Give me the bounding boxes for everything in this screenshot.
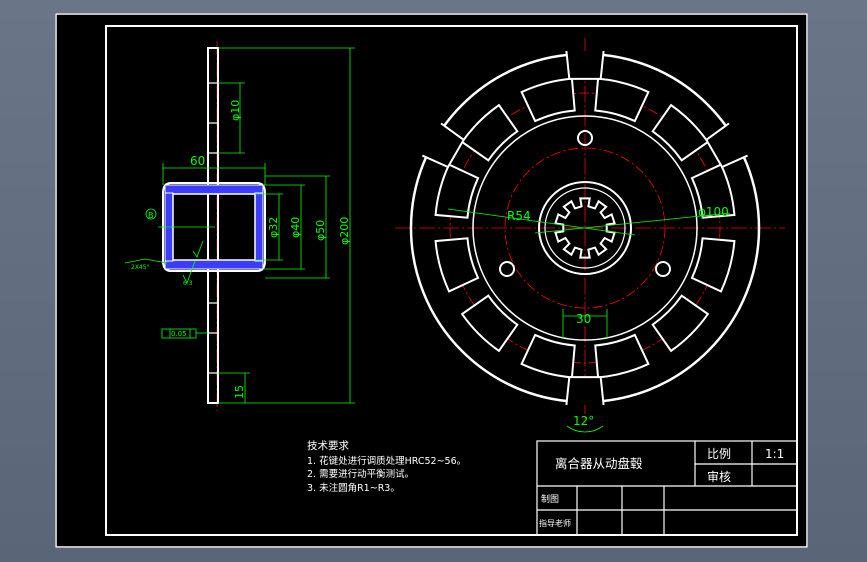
drawn-label: 制图 [541,493,559,505]
hub-section-right [254,192,264,262]
hub-outline [162,182,266,272]
hub-section-top [164,184,264,195]
hub-outer-circle [538,181,632,275]
bolt-circle [504,147,666,309]
scale-label: 比例 [707,447,731,461]
datum-symbol [145,208,157,220]
tech-item-1: 1. 花键处进行调质处理HRC52~56。 [307,455,466,467]
spring-window [594,333,650,379]
spring-window [651,294,710,353]
rim-notch [565,376,605,406]
dim-phi10: φ10 [229,100,242,121]
dim-tolerance: 0.05 [171,330,187,338]
dim-chamfer: 2X45° [131,264,150,271]
tech-requirements: 技术要求 1. 花键处进行调质处理HRC52~56。 2. 需要进行动平衡测试。… [307,439,466,494]
spring-window [434,237,480,293]
cad-viewport[interactable]: B φ10 60 φ32 φ40 φ50 φ200 15 2X45° 6.3 0… [55,13,808,548]
bolt-hole-top [577,130,593,146]
drawing-title: 离合器从动盘毂 [555,456,643,471]
spring-window [690,237,736,293]
bolt-hole-right [655,261,671,277]
tech-item-3: 3. 未注圆角R1~R3。 [307,482,400,494]
hub-section-bottom [164,259,264,270]
spring-window [460,294,519,353]
section-view: B φ10 60 φ32 φ40 φ50 φ200 15 2X45° 6.3 0… [124,41,355,411]
front-view: R54 φ100 30 12° [395,38,785,433]
datum-label: B [148,211,154,220]
spline-bore [554,197,616,259]
dim-60: 60 [190,154,205,168]
rim-notch [421,122,465,169]
teacher-label: 指导老师 [539,518,571,528]
review-label: 审核 [707,469,731,484]
rim-notch [705,122,749,169]
dim-phi32: φ32 [267,217,280,238]
drawing-border [105,25,798,536]
dim-12deg: 12° [573,414,594,428]
title-block: 离合器从动盘毂 比例 1:1 审核 制图 指导老师 [536,440,798,536]
tech-item-2: 2. 需要进行动平衡测试。 [307,468,414,480]
dim-30: 30 [576,312,591,326]
cad-drawing: B φ10 60 φ32 φ40 φ50 φ200 15 2X45° 6.3 0… [55,13,808,548]
scale-value: 1:1 [765,447,784,461]
dim-r54: R54 [507,209,531,223]
dim-15: 15 [233,385,246,399]
inner-circle [472,115,698,341]
dim-phi200: φ200 [338,217,351,245]
dim-phi50: φ50 [314,220,327,241]
spring-window [690,163,736,219]
disc-outline [207,47,219,404]
window-circle [449,92,721,364]
tech-heading: 技术要求 [307,439,349,452]
spring-window [520,77,576,123]
spring-window [520,333,576,379]
outer-frame [55,13,808,548]
dim-phi100: φ100 [698,205,729,219]
bolt-hole-left [499,261,515,277]
rim-notch [565,50,605,80]
dim-phi40: φ40 [289,217,302,238]
hub-mid-circle [544,187,626,269]
spring-window [651,103,710,162]
spring-window [460,103,519,162]
spring-window [434,163,480,219]
spring-window [594,77,650,123]
dim-roughness: 6.3 [183,280,193,287]
